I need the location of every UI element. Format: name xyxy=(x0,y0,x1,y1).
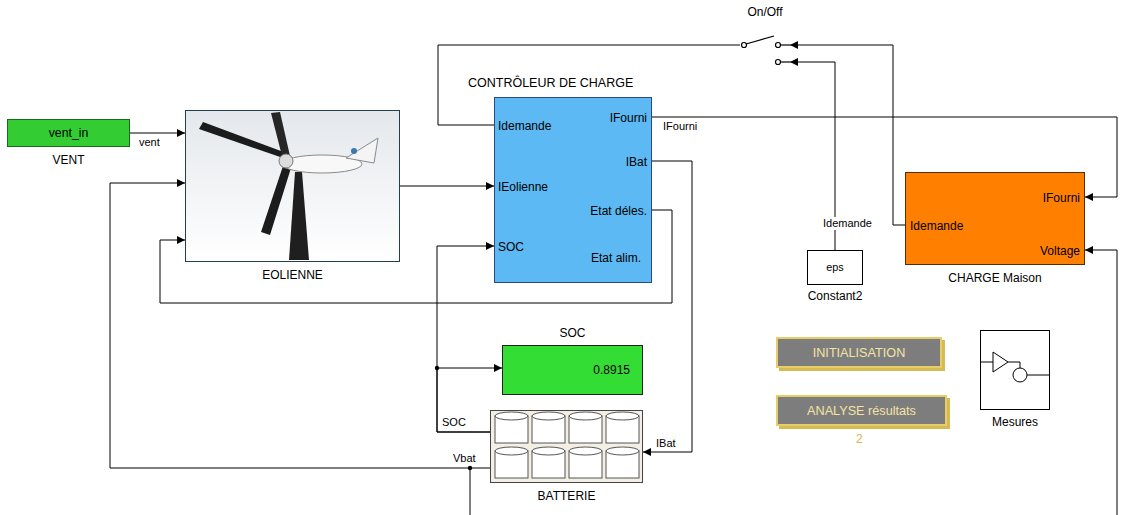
display-value: 0.8915 xyxy=(593,363,630,377)
turbine-illustration xyxy=(279,154,293,168)
switch-block: On/Off xyxy=(740,28,790,70)
switch-symbol xyxy=(742,36,791,65)
battery-illustration xyxy=(495,447,528,455)
port-label: IFourni xyxy=(610,111,647,125)
measure-symbol xyxy=(981,362,993,363)
battery-illustration xyxy=(606,447,639,455)
turbine-illustration xyxy=(351,148,357,154)
block-label: vent_in xyxy=(8,126,129,140)
port-label: Idemande xyxy=(910,219,963,233)
signal-stub xyxy=(1085,250,1117,515)
junction-dot xyxy=(468,466,472,470)
port-label: Etat alim. xyxy=(591,251,641,265)
block-title: CONTRÔLEUR DE CHARGE xyxy=(468,76,633,90)
measure-symbol xyxy=(993,352,1008,372)
source-block: vent_inVENT xyxy=(7,119,130,147)
block-title: On/Off xyxy=(730,5,800,19)
signal-label: IBat xyxy=(655,437,677,450)
scope-block: Mesures xyxy=(980,330,1050,410)
port-label: IFourni xyxy=(1043,191,1080,205)
button-label: ANALYSE résultats xyxy=(778,404,945,418)
battery-illustration xyxy=(569,412,602,420)
battery-illustration xyxy=(495,412,528,420)
block-caption: EOLIENNE xyxy=(166,268,419,282)
measure-symbol xyxy=(981,352,1049,382)
battery-illustration xyxy=(606,412,639,420)
block-caption: Constant2 xyxy=(783,289,887,303)
block-caption: VENT xyxy=(0,153,149,167)
button-block: INITIALISATION xyxy=(776,337,942,368)
turbine-illustration xyxy=(186,111,399,261)
switch-symbol xyxy=(742,43,747,48)
battery-illustration xyxy=(491,411,642,482)
turbine-illustration xyxy=(289,172,309,260)
measure-symbol xyxy=(1008,362,1020,363)
signal-label: vent xyxy=(138,136,161,149)
turbine-illustration xyxy=(186,111,399,261)
battery-illustration xyxy=(491,411,642,482)
constant-block: epsConstant2 xyxy=(807,250,863,285)
switch-symbol xyxy=(780,44,790,45)
measure-symbol xyxy=(1013,368,1027,382)
measure-symbol xyxy=(1027,375,1049,376)
turbine-illustration xyxy=(271,112,290,156)
signal-line xyxy=(437,246,494,432)
switch-symbol xyxy=(776,60,781,65)
port-label: Idemande xyxy=(498,119,551,133)
block-caption: BATTERIE xyxy=(471,489,662,503)
block-caption: CHARGE Maison xyxy=(886,271,1104,285)
turbine-illustration xyxy=(261,166,291,235)
block-title: SOC xyxy=(503,326,642,340)
button-label: INITIALISATION xyxy=(778,346,940,360)
port-label: Voltage xyxy=(1040,244,1080,258)
turbine-block: EOLIENNE xyxy=(185,110,400,262)
switch-symbol xyxy=(746,36,774,44)
button-block: ANALYSE résultats xyxy=(776,395,947,426)
battery-illustration xyxy=(569,447,602,455)
battery-illustration xyxy=(532,447,565,455)
signal-line xyxy=(400,186,494,187)
battery-block: BATTERIE xyxy=(490,410,643,483)
signal-line xyxy=(130,133,185,134)
signal-line xyxy=(790,45,905,225)
port-label: IBat xyxy=(626,155,647,169)
port-label: Etat déles. xyxy=(590,204,647,218)
signal-label: Vbat xyxy=(452,452,477,465)
controller-block: CONTRÔLEUR DE CHARGEIdemandeIEolienneSOC… xyxy=(494,97,652,283)
measure-symbol xyxy=(1020,362,1021,368)
callout-number: 2 xyxy=(856,432,863,446)
turbine-illustration xyxy=(346,138,378,163)
signal-stub xyxy=(470,468,471,515)
switch-symbol xyxy=(780,61,790,62)
signal-label: SOC xyxy=(441,416,467,429)
display-block: SOC0.8915 xyxy=(502,345,643,395)
block-label: eps xyxy=(808,260,862,274)
block-caption: Mesures xyxy=(966,415,1064,429)
battery-illustration xyxy=(532,412,565,420)
switch-symbol xyxy=(776,43,781,48)
load-block: IdemandeIFourniVoltageCHARGE Maison xyxy=(905,172,1085,265)
junction-dot xyxy=(435,366,439,370)
port-label: IEolienne xyxy=(498,180,548,194)
signal-label: Idemande xyxy=(822,217,873,230)
signal-label: IFourni xyxy=(662,120,698,133)
port-label: SOC xyxy=(498,240,524,254)
